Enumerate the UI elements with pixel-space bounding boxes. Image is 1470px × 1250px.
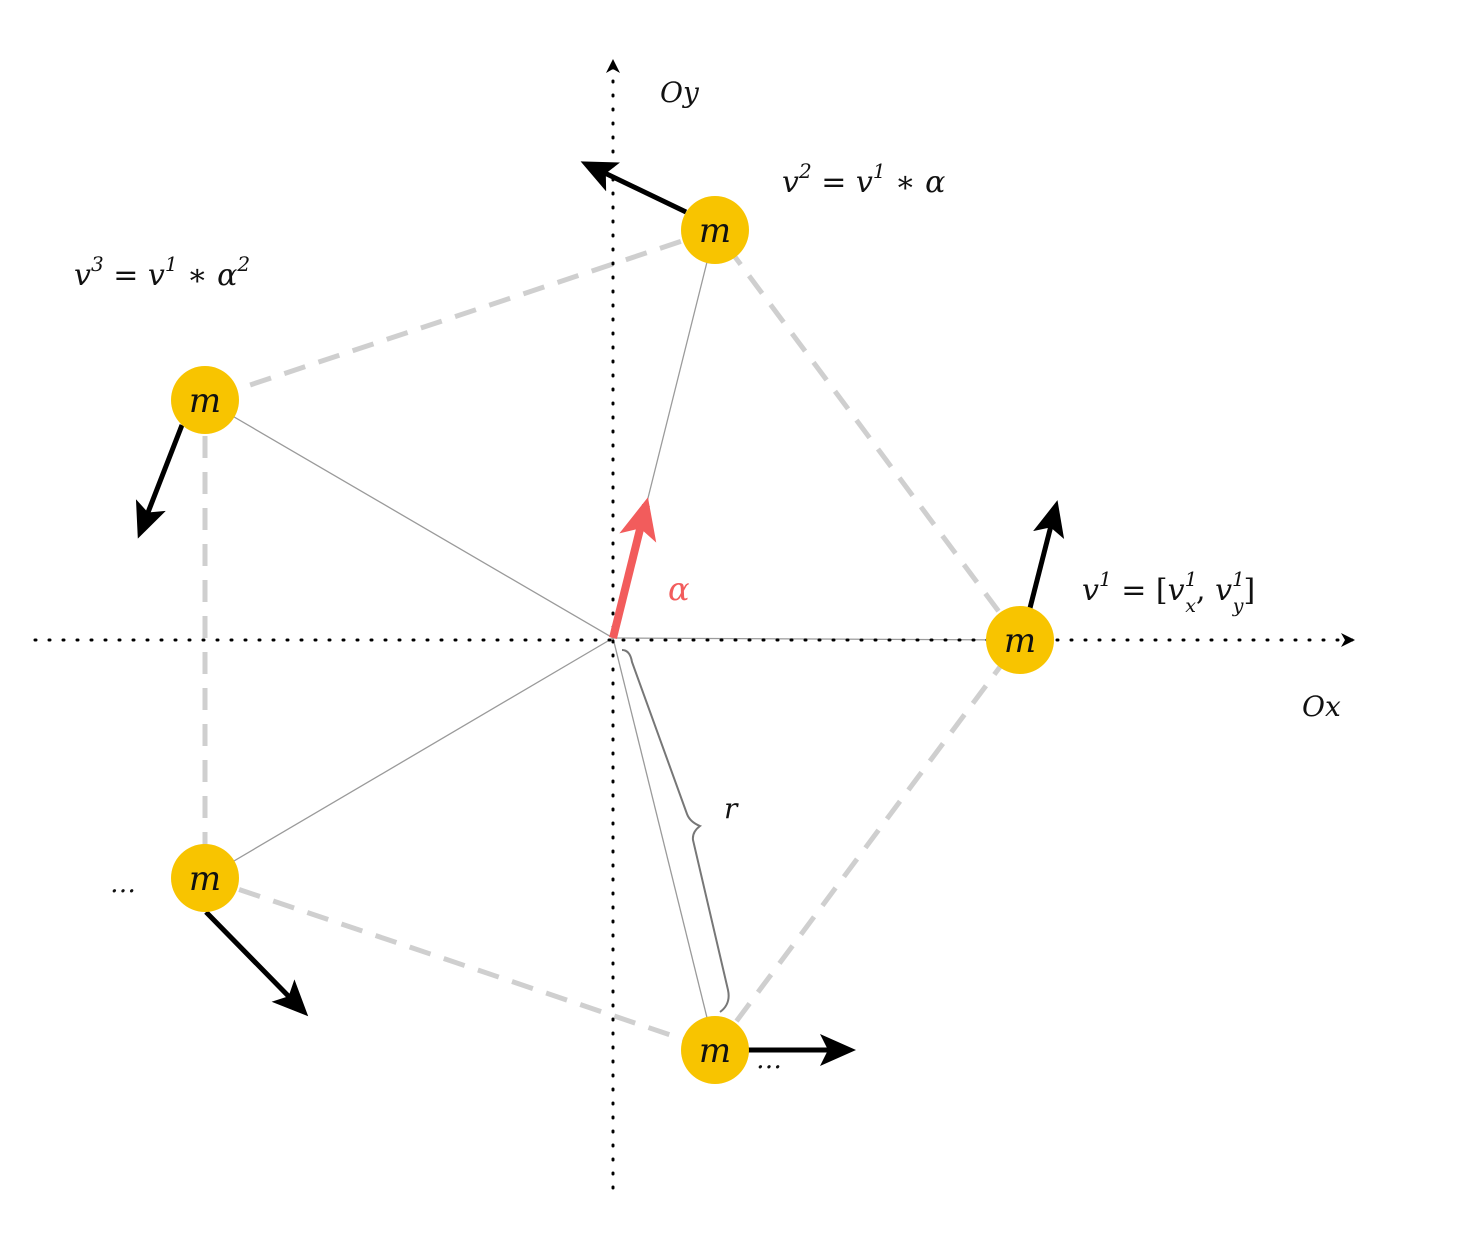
mass-circle (171, 366, 239, 434)
mass-label: m (1004, 621, 1036, 661)
ellipsis-bottom: … (756, 1045, 782, 1075)
edge-2-3 (204, 227, 716, 403)
mass-circle (986, 606, 1054, 674)
mass-1: m (986, 606, 1054, 674)
edge-5-1 (712, 638, 1023, 1052)
mass-5: m (681, 1016, 749, 1084)
ellipsis-left: … (110, 869, 136, 899)
edge-1-2 (712, 228, 1023, 642)
radius-brace (621, 649, 730, 1013)
spoke-3 (204, 399, 614, 639)
x-axis-label: Ox (1302, 690, 1341, 723)
mass-label: m (699, 211, 731, 251)
radius-label: r (724, 792, 739, 825)
velocity-label-v2: v2 = v1 ∗ α (782, 159, 945, 200)
alpha-arrow (609, 497, 657, 639)
mass-circle (681, 1016, 749, 1084)
velocity-arrow-1 (1027, 500, 1065, 609)
velocity-arrow-3 (135, 424, 185, 539)
mass-circle (171, 844, 239, 912)
velocity-arrow-4 (204, 910, 309, 1017)
polygon-edges (202, 227, 1023, 1053)
velocity-label-v3: v3 = v1 ∗ α2 (74, 252, 250, 293)
edge-4-5 (204, 875, 716, 1053)
mass-label: m (189, 381, 221, 421)
alpha-label: α (668, 570, 690, 608)
mass-label: m (189, 859, 221, 899)
spoke-4 (204, 637, 614, 879)
velocity-arrow-2 (580, 161, 688, 215)
y-axis-label: Oy (660, 76, 700, 109)
mass-2: m (681, 196, 749, 264)
spoke-1 (612, 637, 1021, 641)
mass-label: m (699, 1031, 731, 1071)
mass-circle (681, 196, 749, 264)
axes (33, 59, 1355, 1190)
spoke-5 (612, 637, 716, 1051)
mass-3: m (171, 366, 239, 434)
mass-4: m (171, 844, 239, 912)
velocity-arrows (135, 161, 1065, 1066)
